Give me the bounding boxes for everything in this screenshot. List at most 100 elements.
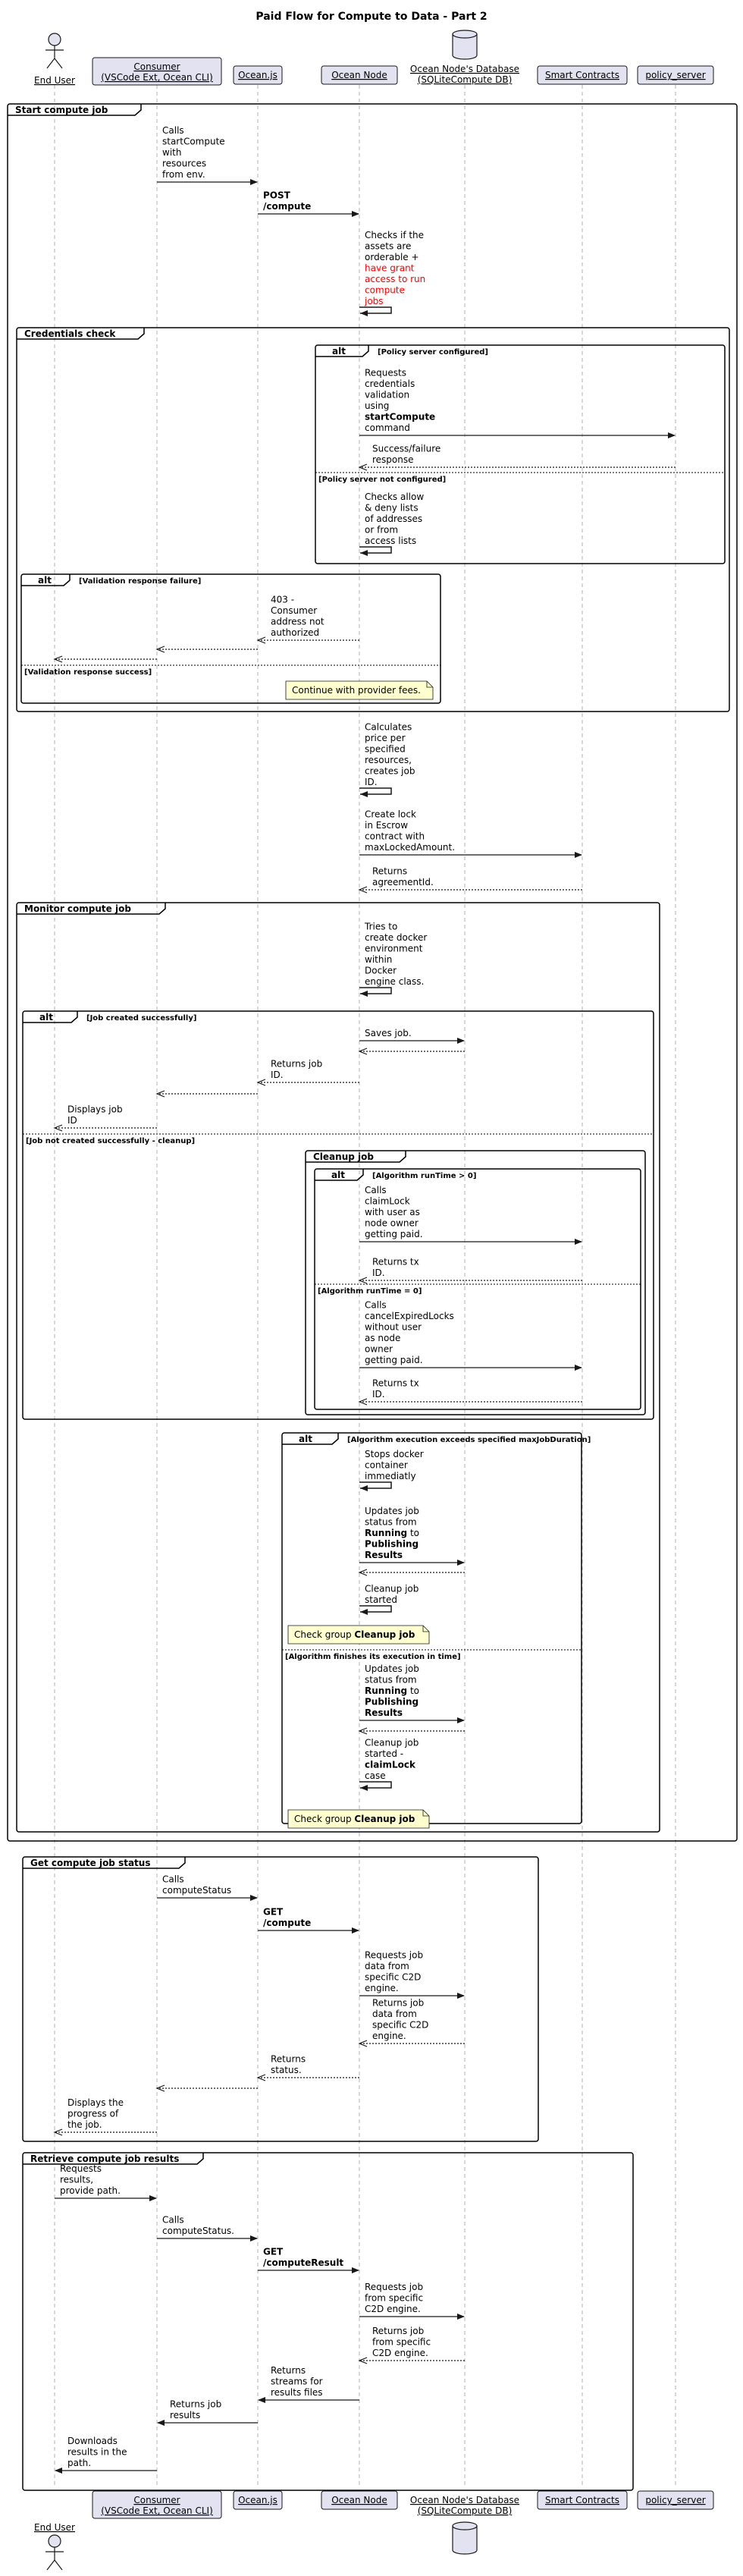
message: Saves job. — [359, 1028, 465, 1044]
frame-label: alt — [38, 575, 52, 586]
arrowhead-icon — [352, 1927, 359, 1934]
message-label: data from — [365, 1961, 409, 1971]
message-label: node owner — [365, 1218, 419, 1229]
participant-label: Smart Contracts — [545, 2495, 619, 2505]
message-label: Success/failure — [372, 444, 440, 454]
database-icon — [452, 34, 478, 60]
message-label: results files — [271, 2387, 323, 2398]
message-label: started — [365, 1594, 397, 1605]
participant-label: Ocean.js — [238, 70, 277, 80]
message-label: ID. — [365, 777, 378, 787]
message-label: owner — [365, 1344, 393, 1355]
participant-label: (VSCode Ext, Ocean CLI) — [101, 2505, 213, 2516]
message-label: of addresses — [365, 514, 422, 524]
frame-label: alt — [332, 346, 346, 357]
participant-label: End User — [34, 2522, 75, 2533]
group-frame: Retrieve compute job results — [22, 2152, 634, 2491]
participant-label: Ocean Node's Database — [410, 64, 519, 74]
arrowhead-icon — [358, 1398, 368, 1406]
return-message — [155, 646, 258, 653]
message-label: Checks allow — [365, 492, 424, 502]
participant-db-top: Ocean Node's Database(SQLiteCompute DB) — [410, 30, 519, 85]
message-label: GET — [263, 2247, 284, 2257]
frame-tab — [21, 574, 71, 586]
message-label: computeStatus. — [162, 2226, 234, 2236]
message-label: progress of — [67, 2109, 119, 2119]
message-label: with — [162, 147, 181, 158]
message-label: from env. — [162, 169, 205, 180]
group-frame: Get compute job status — [22, 1856, 539, 2142]
participant-node-bottom: Ocean Node — [321, 2490, 398, 2510]
message-arrow — [359, 306, 392, 314]
message-label: case — [365, 1770, 386, 1781]
participant-label: Ocean Node — [331, 2495, 387, 2505]
message-label: ID. — [271, 1070, 284, 1080]
note-box — [287, 1809, 430, 1829]
alt-condition: [Validation response success] — [24, 668, 152, 677]
frame-label: alt — [39, 1012, 53, 1023]
message-arrow — [359, 546, 392, 554]
message-label: Calculates — [365, 722, 412, 733]
message-label: Checks if the — [365, 230, 424, 240]
message-label: specific C2D — [372, 2020, 428, 2031]
message-label: path. — [67, 2458, 91, 2468]
note: Continue with provider fees. — [285, 680, 434, 700]
message-label: /compute — [263, 201, 311, 212]
arrowhead-icon — [250, 1895, 258, 1901]
message-label: create docker — [365, 932, 427, 943]
message-label: results in the — [67, 2447, 127, 2458]
return-message — [358, 1569, 465, 1576]
arrowhead-icon — [358, 2357, 368, 2364]
message-label: Saves job. — [365, 1028, 412, 1038]
message-label: Calls — [162, 125, 184, 136]
participant-label: Smart Contracts — [545, 70, 619, 80]
actor-head-icon — [48, 33, 61, 46]
message-label: Downloads — [67, 2436, 118, 2446]
participant-box — [233, 2490, 283, 2510]
message-label: Cleanup job — [365, 1584, 419, 1594]
arrowhead-icon — [157, 2420, 165, 2426]
message-label: Calls — [162, 1874, 184, 1885]
message-label: status from — [365, 1675, 417, 1685]
message-label: Stops docker — [365, 1449, 424, 1459]
participant-enduser-bottom: End User — [34, 2522, 75, 2571]
message-label: getting paid. — [365, 1355, 423, 1365]
participant-label: Ocean Node — [331, 70, 387, 80]
alt-condition: [Algorithm execution exceeds specified m… — [347, 1436, 591, 1444]
arrowhead-icon — [358, 1048, 368, 1055]
alt-frame: alt[Validation response failure][Validat… — [20, 573, 441, 704]
participant-policy-top: policy_server — [637, 65, 714, 85]
message-arrow — [359, 1781, 392, 1789]
message-label: Cleanup job — [365, 1738, 419, 1748]
participant-box — [233, 65, 283, 85]
message-label: resources — [162, 159, 206, 169]
message-label: Displays job — [67, 1104, 123, 1115]
alt-condition: [Algorithm runTime > 0] — [372, 1172, 476, 1180]
message-label: claimLock — [365, 1760, 416, 1770]
message-label: resources, — [365, 755, 412, 765]
message-label: creates job — [365, 766, 415, 777]
message-label: computeStatus — [162, 1885, 231, 1896]
arrowhead-icon — [575, 1365, 582, 1371]
message-label: & deny lists — [365, 503, 419, 514]
frame-label: Retrieve compute job results — [30, 2153, 179, 2164]
message-label: Returns tx — [372, 1378, 419, 1389]
participant-consumer-bottom: Consumer(VSCode Ext, Ocean CLI) — [92, 2490, 222, 2519]
message-label: specified — [365, 744, 406, 755]
message-label: credentials — [365, 379, 415, 389]
